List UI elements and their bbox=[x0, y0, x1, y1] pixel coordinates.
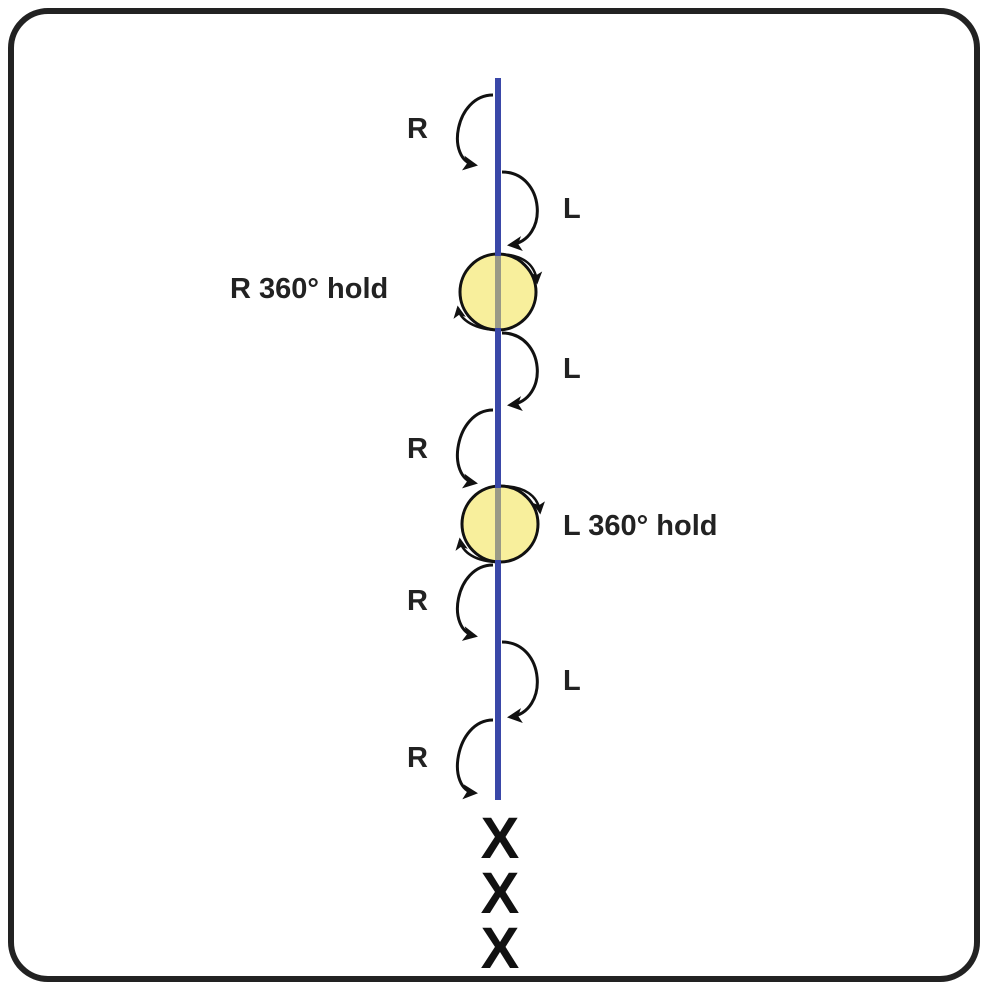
turn-arrow-r-7 bbox=[455, 563, 494, 641]
turn-arrow-l-2 bbox=[501, 170, 539, 251]
turn-arrow-l-4 bbox=[501, 331, 539, 411]
x-mark-1: X bbox=[481, 806, 520, 871]
step-label-4: L bbox=[563, 353, 581, 385]
step-label-3: R 360° hold bbox=[230, 273, 388, 305]
diagram-frame bbox=[8, 8, 980, 982]
step-label-1: R bbox=[407, 113, 428, 145]
spin-arrow-l-360-b bbox=[455, 537, 501, 564]
spin-arrow-r-360-a bbox=[495, 252, 543, 285]
turn-arrow-r-1 bbox=[455, 93, 494, 171]
step-label-5: R bbox=[407, 433, 428, 465]
step-label-6: L 360° hold bbox=[563, 510, 718, 542]
turn-arrow-l-8 bbox=[501, 640, 539, 723]
step-label-2: L bbox=[563, 193, 581, 225]
spin-arrow-r-360-b bbox=[453, 305, 501, 332]
turn-arrow-r-9 bbox=[455, 718, 494, 800]
step-label-9: R bbox=[407, 742, 428, 774]
turn-arrow-r-5 bbox=[455, 408, 494, 489]
x-mark-2: X bbox=[481, 861, 520, 926]
spin-arrow-l-360-a bbox=[499, 484, 545, 515]
x-mark-3: X bbox=[481, 916, 520, 981]
step-label-7: R bbox=[407, 585, 428, 617]
step-label-8: L bbox=[563, 665, 581, 697]
